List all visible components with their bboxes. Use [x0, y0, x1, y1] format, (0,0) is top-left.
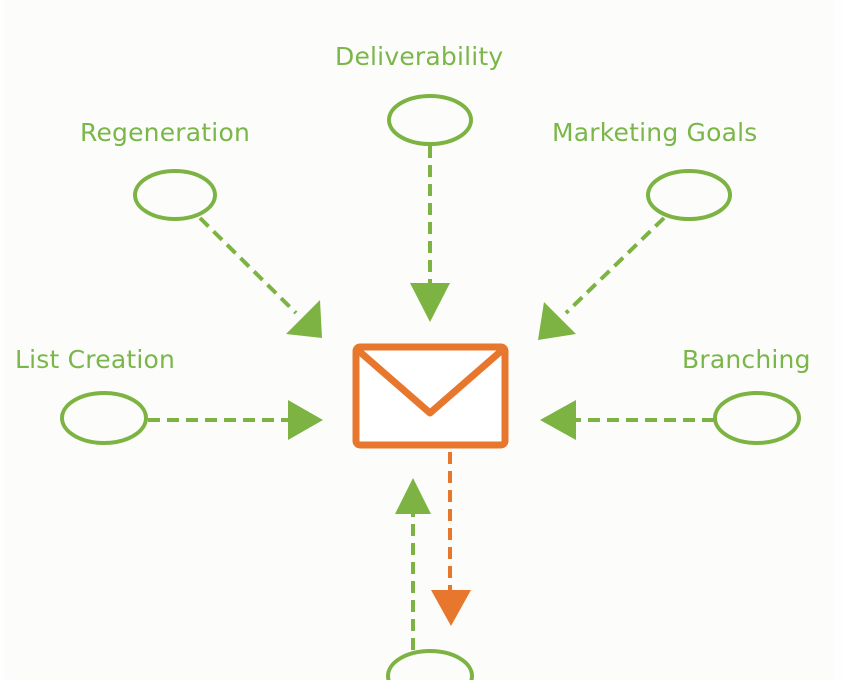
label-branching: Branching: [682, 345, 811, 374]
arrowhead-marketing-goals: [538, 302, 576, 340]
label-marketing-goals: Marketing Goals: [552, 118, 758, 147]
node-branching: [713, 391, 801, 445]
node-deliverability: [387, 94, 473, 146]
node-bottom: [386, 649, 474, 680]
node-regeneration: [133, 169, 217, 221]
arrowhead-bottom-up: [395, 478, 431, 514]
node-marketing-goals: [646, 169, 732, 221]
arrowhead-deliverability: [410, 283, 450, 322]
arrowhead-list-creation: [288, 400, 323, 440]
arrowhead-outgoing: [431, 590, 471, 626]
label-list-creation: List Creation: [15, 345, 176, 374]
envelope-icon: [352, 343, 509, 449]
connector-regeneration: [198, 216, 298, 315]
connector-marketing-goals: [564, 216, 666, 315]
node-list-creation: [60, 391, 148, 445]
arrowhead-regeneration: [286, 300, 322, 338]
diagram-background: [4, 0, 834, 680]
label-deliverability: Deliverability: [335, 42, 504, 71]
arrowhead-branching: [540, 400, 576, 440]
label-regeneration: Regeneration: [80, 118, 250, 147]
